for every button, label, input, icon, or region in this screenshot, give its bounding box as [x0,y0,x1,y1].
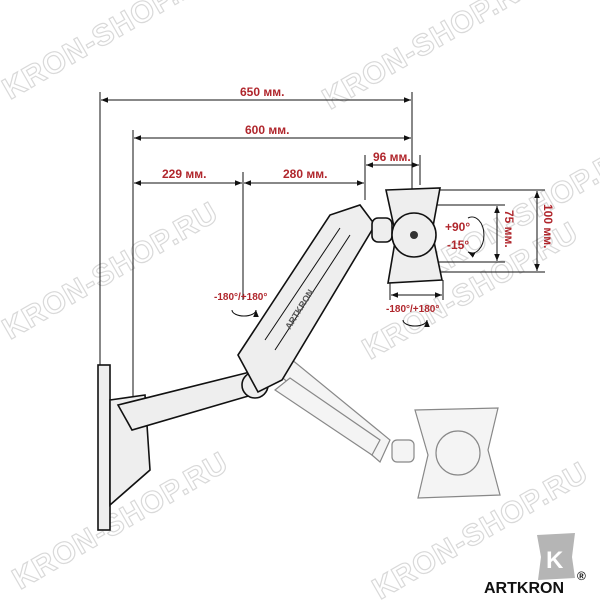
rotation-arrow-icons [231,216,485,328]
tilt-joint [371,217,393,243]
dimension-lines [101,97,540,298]
tilt-up-label: +90° [445,220,470,234]
tilt-down-label: -15° [447,238,469,252]
dim-650-label: 650 мм. [240,85,284,99]
wall-plate [97,364,111,531]
watermark: KRON-SHOP.RU [317,0,544,116]
dim-96-label: 96 мм. [373,150,411,164]
rotate-arrow-icon [231,309,259,318]
head-swivel-label: -180°/+180° [386,304,439,315]
watermark: KRON-SHOP.RU [0,196,224,346]
tilt-arrow-icon [467,216,485,258]
rotate-arrow-icon [402,319,430,328]
brand-name: ARTKRON [484,580,564,597]
extension-lines [99,92,545,400]
logo-letter: K [546,547,564,574]
watermark: KRON-SHOP.RU [0,0,224,106]
dim-600-label: 600 мм. [245,123,289,137]
registered-mark: ® [577,569,586,583]
logo-plate-icon [537,533,575,580]
dim-229-label: 229 мм. [162,167,206,181]
arm-lowered-position [260,349,501,499]
dim-280-label: 280 мм. [283,167,327,181]
artkron-logo: K ARTKRON ® [484,533,586,597]
dim-75-label: 75 мм. [502,210,516,248]
dim-100-label: 100 мм. [541,204,555,248]
lower-arm [116,371,264,431]
arm-swivel-label: -180°/+180° [214,292,267,303]
